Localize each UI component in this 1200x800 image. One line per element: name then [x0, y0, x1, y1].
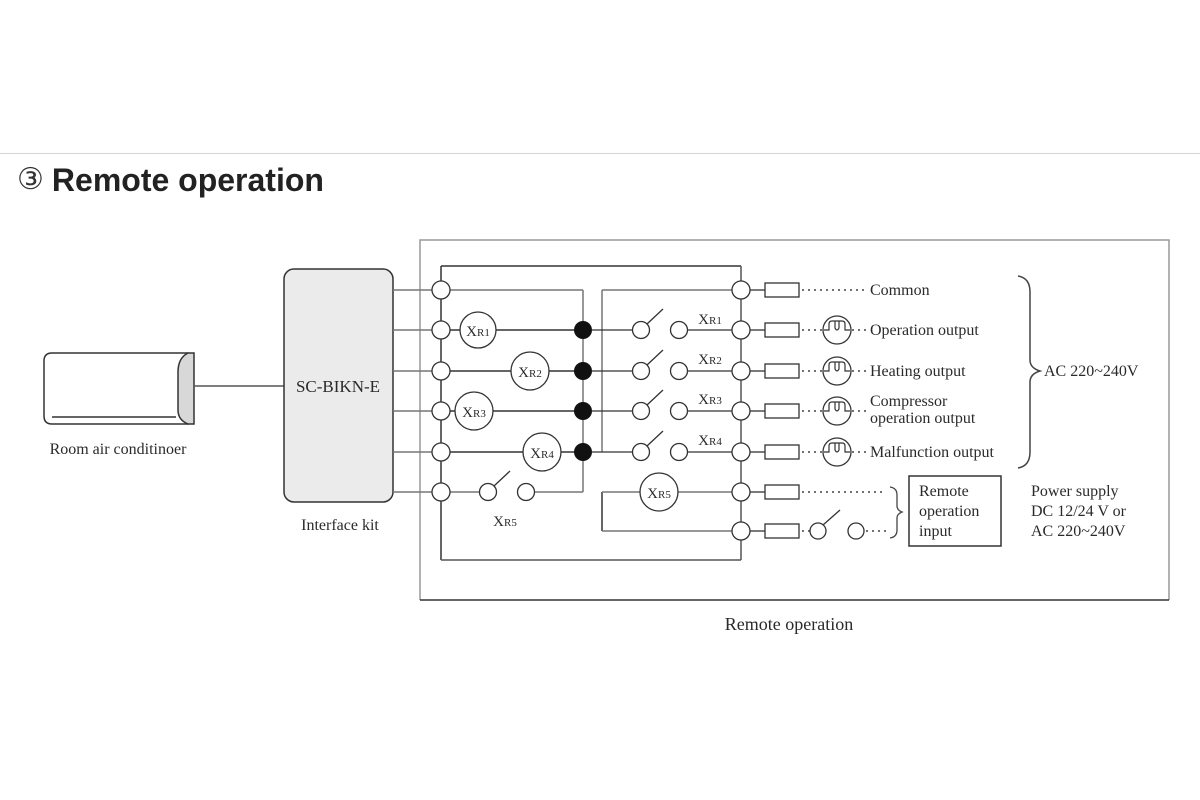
svg-text:XR5: XR5 [647, 486, 671, 502]
output-row: Heating output [750, 356, 966, 386]
output-label: Heating output [870, 363, 966, 380]
air-conditioner-icon [43, 352, 195, 425]
svg-text:XR2: XR2 [518, 365, 542, 381]
interface-kit-label: Interface kit [301, 517, 379, 534]
lamp-icon [822, 437, 852, 467]
lamp-icon [822, 356, 852, 386]
svg-text:XR1: XR1 [466, 324, 490, 340]
xr5-switch-label: XR5 [493, 514, 517, 530]
switch-label-xr3: XR3 [698, 392, 722, 408]
air-conditioner-label: Room air conditinoer [50, 441, 188, 458]
output-label: Operation output [870, 322, 979, 339]
power-supply-line-2: DC 12/24 V or [1031, 503, 1127, 520]
output-row: Malfunction output [750, 437, 995, 467]
power-supply-line-1: Power supply [1031, 483, 1119, 500]
relay-coil-xr1: XR1 [459, 311, 497, 349]
lamp-icon [822, 315, 852, 345]
junction-dots [574, 321, 592, 461]
remote-input-box [908, 475, 1002, 547]
output-label-line2: operation output [870, 410, 976, 427]
power-supply-line-3: AC 220~240V [1031, 523, 1126, 540]
interface-kit-box [283, 268, 394, 503]
header-divider [0, 153, 1200, 154]
output-label: Common [870, 282, 930, 299]
lamp-icon [822, 396, 852, 426]
output-label: Compressor [870, 393, 948, 410]
section-heading: ③ Remote operation [17, 158, 324, 202]
left-terminals [431, 280, 451, 502]
output-label: Malfunction output [870, 444, 995, 461]
switch-label-xr2: XR2 [698, 352, 722, 368]
remote-input-circuit [750, 484, 904, 540]
terminal-block [764, 403, 800, 419]
remote-input-line-1: Remote [919, 483, 969, 500]
output-row: Operation output [750, 315, 979, 345]
remote-input-line-3: input [919, 523, 952, 540]
terminal-block [764, 282, 800, 298]
relay-coil-xr4: XR4 [522, 432, 562, 472]
section-number: ③ [17, 162, 44, 197]
output-row: Common [750, 282, 930, 299]
relay-coil-xr3: XR3 [454, 391, 494, 431]
output-relay-switches [631, 308, 689, 462]
output-voltage-label: AC 220~240V [1044, 363, 1139, 380]
kit-wires [393, 289, 432, 493]
output-group-brace [1017, 275, 1043, 469]
remote-operation-frame [419, 239, 1170, 600]
relay-coil-xr5: XR5 [639, 472, 679, 512]
diagram-caption: Remote operation [725, 614, 853, 634]
svg-text:XR4: XR4 [530, 446, 554, 462]
switch-label-xr4: XR4 [698, 433, 722, 449]
section-title: Remote operation [51, 161, 324, 198]
terminal-block [764, 444, 800, 460]
svg-text:XR3: XR3 [462, 405, 486, 421]
interface-kit-name: SC-BIKN-E [296, 377, 380, 396]
xr5-input-switch [478, 470, 536, 502]
terminal-block [764, 363, 800, 379]
terminal-block [764, 322, 800, 338]
remote-input-line-2: operation [919, 503, 979, 520]
relay-coil-xr2: XR2 [510, 351, 550, 391]
switch-label-xr1: XR1 [698, 312, 722, 328]
